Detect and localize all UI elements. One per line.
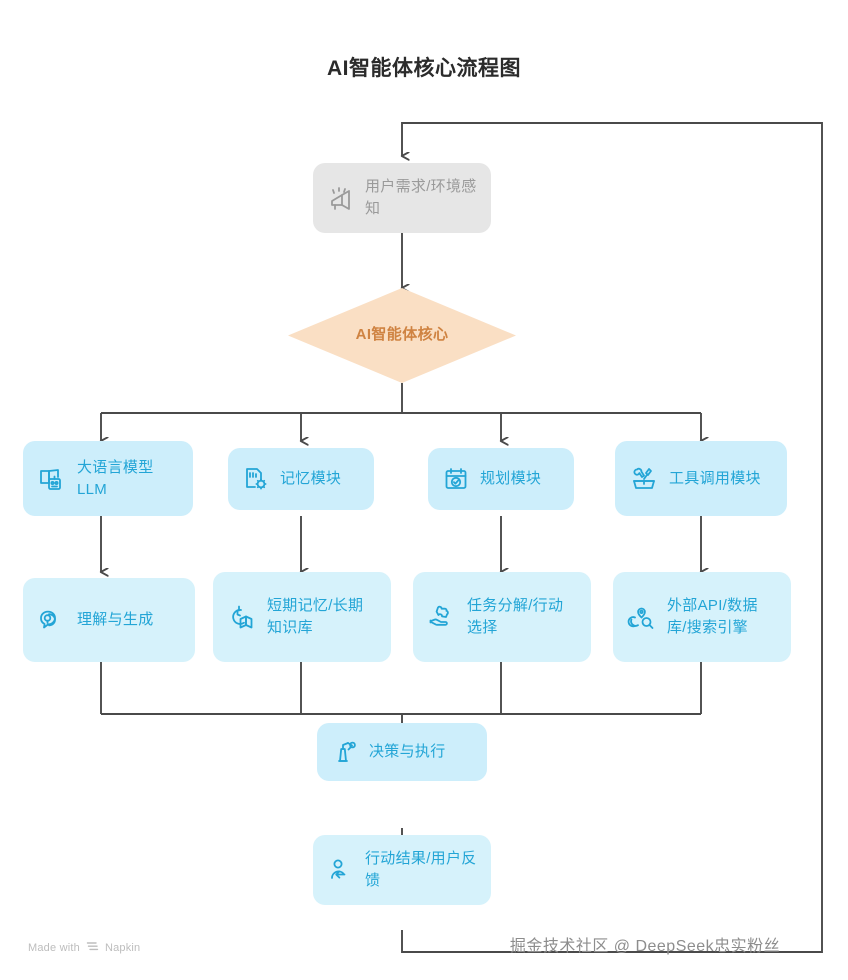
speech-bubble-icon <box>37 605 67 635</box>
node-external-resources[interactable]: 外部API/数据库/搜索引擎 <box>613 572 791 662</box>
megaphone-icon <box>327 184 355 212</box>
node-understanding-generation[interactable]: 理解与生成 <box>23 578 195 662</box>
napkin-brand-label: Napkin <box>104 942 141 954</box>
calendar-check-icon <box>442 465 470 493</box>
node-label: 决策与执行 <box>369 743 446 761</box>
node-label: 行动结果/用户反馈 <box>365 850 477 889</box>
node-memory-module[interactable]: 记忆模块 <box>228 448 374 510</box>
node-user-input[interactable]: 用户需求/环境感知 <box>313 163 491 233</box>
node-tool-module[interactable]: 工具调用模块 <box>615 441 787 516</box>
toolbox-icon <box>629 464 659 494</box>
node-label: 理解与生成 <box>77 611 154 629</box>
node-label: 任务分解/行动选择 <box>467 597 564 636</box>
node-action-feedback[interactable]: 行动结果/用户反馈 <box>313 835 491 905</box>
node-memory-store[interactable]: 短期记忆/长期知识库 <box>213 572 391 662</box>
node-label: 大语言模型LLM <box>77 458 154 498</box>
book-robot-icon <box>37 464 67 494</box>
page-title: AI智能体核心流程图 <box>327 57 521 80</box>
napkin-credit: Made with Napkin <box>28 941 140 955</box>
node-label: 外部API/数据库/搜索引擎 <box>667 597 758 636</box>
node-label: 工具调用模块 <box>669 469 761 487</box>
watermark-text: 掘金技术社区 @ DeepSeek忠实粉丝 <box>509 938 781 955</box>
node-planning-module[interactable]: 规划模块 <box>428 448 574 510</box>
robot-arm-icon <box>331 738 359 766</box>
node-decision-execution[interactable]: 决策与执行 <box>317 723 487 781</box>
napkin-logo-icon <box>86 941 99 955</box>
node-label: AI智能体核心 <box>355 326 449 344</box>
node-label: 记忆模块 <box>280 470 342 488</box>
document-gear-icon <box>242 465 270 493</box>
hand-puzzle-icon <box>427 602 457 632</box>
node-agent-core[interactable]: AI智能体核心 <box>288 288 516 383</box>
person-arrow-icon <box>327 856 355 884</box>
node-label: 用户需求/环境感知 <box>365 178 477 217</box>
globe-search-icon <box>627 602 657 632</box>
napkin-made-with-label: Made with <box>28 942 80 954</box>
node-label: 短期记忆/长期知识库 <box>267 597 364 636</box>
node-label: 规划模块 <box>480 470 542 488</box>
node-llm[interactable]: 大语言模型LLM <box>23 441 193 516</box>
clock-book-icon <box>227 602 257 632</box>
node-task-decomposition[interactable]: 任务分解/行动选择 <box>413 572 591 662</box>
